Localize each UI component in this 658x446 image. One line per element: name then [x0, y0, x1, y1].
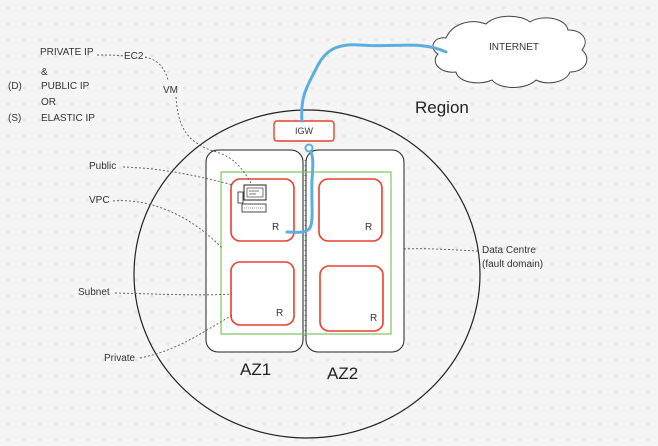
callout-connectors	[96, 54, 479, 359]
cable-internet-igw	[300, 43, 448, 123]
region-ellipse	[133, 109, 481, 439]
subnet-private-az2	[319, 265, 384, 332]
internet-label: INTERNET	[489, 42, 539, 53]
data-centre-label: Data Centre	[482, 245, 536, 256]
connector-private-ip-ec2	[96, 54, 125, 57]
fault-domain-label: (fault domain)	[482, 259, 544, 270]
vpc-callout-label: VPC	[89, 195, 110, 206]
region-label: Region	[415, 98, 469, 117]
az1-label: AZ1	[240, 360, 272, 379]
router-public-az1: R	[272, 222, 280, 233]
connector-data-centre	[403, 248, 479, 252]
vm-computer-icon	[237, 184, 267, 213]
cable-igw-router	[285, 146, 315, 234]
public-callout-label: Public	[89, 161, 117, 172]
connector-private	[139, 314, 234, 359]
internet-cloud	[432, 15, 588, 88]
static-label: (S)	[8, 113, 22, 124]
connector-subnet	[114, 292, 233, 296]
elastic-ip-label: ELASTIC IP	[41, 113, 95, 124]
ec2-label: EC2	[124, 51, 144, 62]
connector-vpc	[112, 200, 223, 249]
private-callout-label: Private	[104, 353, 136, 364]
subnet-private-az1	[230, 261, 295, 326]
router-private-az2: R	[370, 313, 378, 324]
subnet-callout-label: Subnet	[78, 287, 110, 298]
vm-label: VM	[163, 85, 178, 96]
or-label: OR	[41, 97, 56, 108]
subnet-public-az2	[318, 178, 383, 242]
igw-box	[273, 120, 335, 142]
public-ip-label: PUBLIC IP	[41, 81, 90, 92]
ampersand-label: &	[41, 67, 48, 78]
router-private-az1: R	[276, 308, 284, 319]
connector-vm-computer	[175, 96, 253, 186]
igw-label: IGW	[295, 126, 313, 136]
az2-label: AZ2	[327, 364, 359, 383]
dynamic-label: (D)	[8, 81, 22, 92]
vpc-box	[220, 171, 392, 335]
igw-attachment-node	[304, 143, 314, 153]
router-public-az2: R	[365, 222, 373, 233]
connector-ec2-vm	[144, 56, 169, 81]
private-ip-label: PRIVATE IP	[40, 47, 94, 58]
